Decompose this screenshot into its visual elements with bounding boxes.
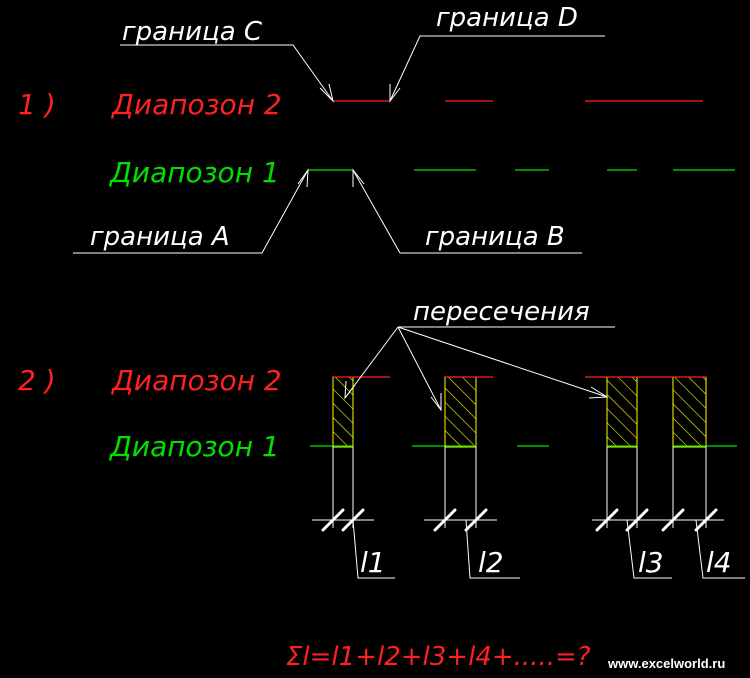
label-l4: l4 — [706, 546, 732, 579]
intersections-leaders — [344, 326, 615, 412]
leader-border-d — [389, 35, 605, 102]
label-border-d: граница D — [436, 3, 578, 33]
arrowhead — [319, 83, 334, 103]
intersection-box — [444, 376, 477, 448]
leader-border-c — [120, 44, 334, 102]
tick-mark — [321, 508, 345, 532]
label-border-c: граница C — [122, 17, 263, 47]
leader-border-a — [73, 169, 309, 254]
section-1: граница C граница D 1 ) Диапозон 2 Диапо… — [18, 3, 735, 254]
leader-border-b — [352, 169, 582, 254]
tick-mark — [661, 508, 685, 532]
intersection-boxes — [332, 376, 707, 448]
leader-line — [397, 326, 608, 398]
tick-mark — [595, 508, 619, 532]
tick-mark — [625, 508, 649, 532]
dimension-leader — [695, 519, 745, 579]
arrowhead — [352, 168, 365, 187]
dimension-ticks — [321, 508, 718, 532]
arrowhead — [297, 168, 309, 188]
tick-mark — [433, 508, 457, 532]
label-border-a: граница A — [90, 222, 230, 252]
label-l3: l3 — [638, 546, 664, 579]
arrowhead — [588, 386, 609, 399]
label-range2: Диапозон 2 — [110, 88, 282, 121]
intersection-box — [606, 376, 638, 448]
tick-mark — [341, 508, 365, 532]
tick-mark — [694, 508, 718, 532]
dimension-lines — [312, 446, 745, 579]
intersection-box — [332, 376, 354, 448]
label-border-b: граница B — [425, 222, 565, 252]
dimension-leader — [626, 519, 672, 579]
label-intersections: пересечения — [413, 297, 590, 327]
label-l2: l2 — [478, 546, 504, 579]
tick-mark — [464, 508, 488, 532]
watermark[interactable]: www.excelworld.ru — [607, 656, 725, 671]
label-case-1: 1 ) — [18, 88, 56, 121]
label-range2: Диапозон 2 — [110, 364, 282, 397]
dimension-leader — [465, 519, 520, 579]
section-2: 2 ) Диапозон 2 Диапозон 1 — [18, 297, 745, 579]
arrowhead — [344, 380, 356, 400]
label-range1: Диапозон 1 — [108, 156, 280, 189]
arrowhead — [389, 84, 401, 103]
arrowhead — [430, 393, 442, 412]
intersection-box — [672, 376, 707, 448]
label-l1: l1 — [360, 546, 386, 579]
label-case-2: 2 ) — [18, 364, 56, 397]
dimension-leader — [352, 519, 395, 579]
label-range1: Диапозон 1 — [108, 430, 280, 463]
formula: Σl=l1+l2+l3+l4+.....=? — [286, 642, 591, 672]
leader-line — [397, 326, 442, 411]
leaders-top — [73, 35, 605, 254]
